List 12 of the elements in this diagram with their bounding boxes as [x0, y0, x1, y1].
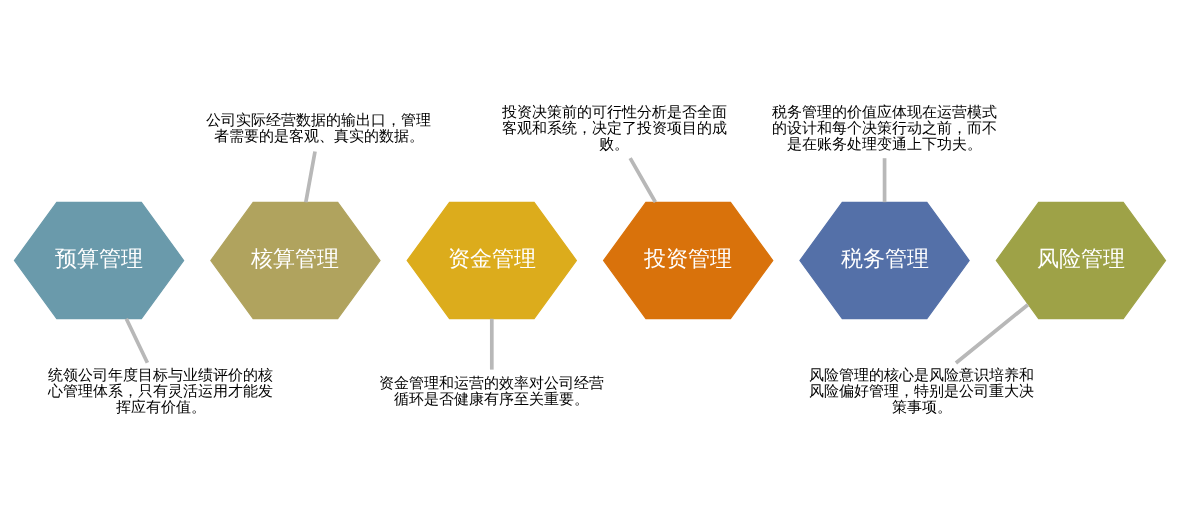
connector: [303, 151, 317, 203]
connector: [124, 317, 150, 364]
connector: [628, 157, 657, 204]
connector: [954, 303, 1030, 365]
node-text: 公司实际经营数据的输出口，管理者需要的是客观、真实的数据。: [206, 110, 432, 144]
node-text: 风险管理的核心是风险意识培养和风险偏好管理，特别是公司重大决策事项。: [809, 365, 1035, 415]
node-text: 税务管理的价值应体现在运营模式的设计和每个决策行动之前，而不是在账务处理变通上下功夫。: [772, 102, 998, 152]
connector: [489, 318, 494, 370]
node-text: 统领公司年度目标与业绩评价的核心管理体系，只有灵活运用才能发挥应有价值。: [48, 365, 274, 415]
node-text: 资金管理和运营的效率对公司经营循环是否健康有序至关重要。: [379, 373, 605, 407]
connector: [882, 158, 887, 203]
node-text: 投资决策前的可行性分析是否全面客观和系统，决定了投资项目的成败。: [501, 102, 727, 152]
